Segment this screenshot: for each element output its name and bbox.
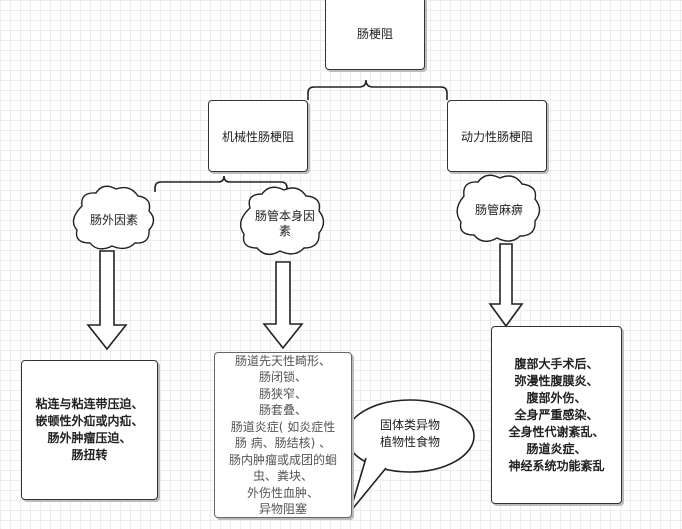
root-brace [307, 79, 448, 100]
intrinsic-cause-6: 肠 病、肠结核) 、 [234, 436, 332, 450]
root-label: 肠梗阻 [356, 26, 393, 41]
dynamic-node: 动力性肠梗阻 [447, 100, 547, 172]
cloud-paralysis-text: 肠管麻痹 [474, 202, 523, 217]
paralysis-cause-6: 肠道炎症、 [526, 441, 587, 456]
intrinsic-cause-8: 虫、粪块、 [252, 469, 313, 483]
dynamic-label: 动力性肠梗阻 [460, 129, 533, 144]
external-cause-3: 肠外肿瘤压迫、 [47, 431, 132, 445]
arrow-external [86, 250, 128, 351]
paralysis-cause-4: 全身严重感染、 [514, 407, 599, 422]
paralysis-cause-2: 弥漫性腹膜炎、 [514, 373, 599, 388]
cloud-intrinsic-label: 肠管本身因素 [252, 206, 318, 242]
root-node: 肠梗阻 [325, 0, 425, 70]
paralysis-cause-5: 全身性代谢紊乱、 [508, 424, 605, 439]
arrow-intrinsic [262, 261, 304, 350]
callout-line-1: 固体类异物 [379, 418, 440, 432]
cloud-external-label: 肠外因素 [80, 205, 148, 235]
mechanical-node: 机械性肠梗阻 [208, 100, 308, 172]
paralysis-causes-box: 腹部大手术后、 弥漫性腹膜炎、 腹部外伤、 全身严重感染、 全身性代谢紊乱、 肠… [491, 326, 622, 504]
paralysis-cause-1: 腹部大手术后、 [514, 356, 599, 371]
intrinsic-cause-7: 肠内肿瘤或成团的蛔 [228, 452, 337, 467]
paralysis-cause-3: 腹部外伤、 [526, 390, 587, 405]
intrinsic-cause-10: 异物阻塞 [258, 502, 307, 516]
callout-label: 固体类异物 植物性食物 [360, 414, 460, 454]
cloud-paralysis-shape [456, 174, 541, 243]
external-cause-4: 肠扭转 [71, 448, 108, 462]
intrinsic-cause-4: 肠套叠、 [258, 403, 307, 417]
cloud-external-text: 肠外因素 [89, 212, 138, 227]
cloud-external-shape [72, 185, 155, 250]
intrinsic-cause-9: 外伤性血肿、 [246, 485, 319, 500]
cloud-paralysis-label: 肠管麻痹 [466, 195, 532, 225]
cloud-intrinsic-shape [239, 186, 325, 256]
intrinsic-cause-2: 肠闭锁、 [258, 370, 307, 384]
callout-line-2: 植物性食物 [379, 435, 440, 449]
cloud-intrinsic-text: 肠管本身因素 [254, 209, 315, 238]
paralysis-cause-7: 神经系统功能紊乱 [508, 458, 605, 473]
external-cause-1: 粘连与粘连带压迫、 [35, 397, 144, 411]
mechanical-label: 机械性肠梗阻 [221, 129, 294, 144]
intrinsic-causes-box: 肠道先天性畸形、 肠闭锁、 肠狭窄、 肠套叠、 肠道炎症( 如炎症性 肠 病、肠… [214, 352, 352, 518]
external-causes-box: 粘连与粘连带压迫、 嵌顿性外疝或内疝、 肠外肿瘤压迫、 肠扭转 [21, 360, 158, 500]
arrow-paralysis [488, 243, 524, 328]
callout-tail-shape [349, 457, 387, 513]
external-cause-2: 嵌顿性外疝或内疝、 [35, 414, 144, 428]
intrinsic-cause-5: 肠道炎症( 如炎症性 [230, 419, 336, 434]
intrinsic-cause-1: 肠道先天性畸形、 [234, 353, 331, 368]
intrinsic-cause-3: 肠狭窄、 [258, 386, 307, 401]
mechanical-brace [154, 175, 288, 200]
